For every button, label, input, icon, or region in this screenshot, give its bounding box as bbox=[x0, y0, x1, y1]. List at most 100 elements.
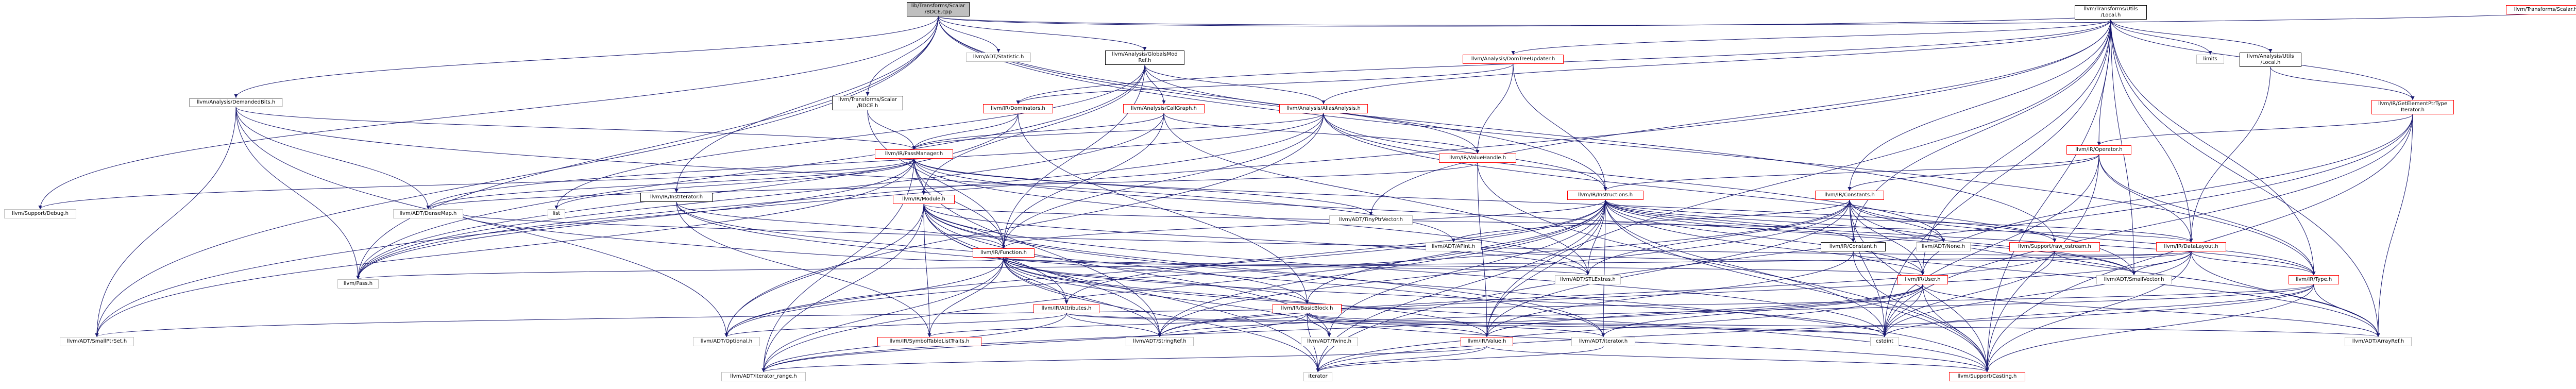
node-llvm-adt-densemap[interactable]: llvm/ADT/DenseMap.h bbox=[393, 209, 463, 218]
edge-root-to-llvm_adt_statistic bbox=[938, 16, 1001, 53]
node-llvm-ir-symboltablelisttraits[interactable]: llvm/IR/SymbolTableListTraits.h bbox=[877, 337, 981, 346]
edge-root-to-llvm_transforms_scalar bbox=[938, 11, 2576, 26]
edge-llvm_ir_valuehandle-to-llvm_ir_value bbox=[1477, 162, 1489, 337]
node-llvm-adt-apint[interactable]: llvm/ADT/APInt.h bbox=[1426, 242, 1481, 251]
node-iterator[interactable]: iterator bbox=[1303, 372, 1332, 381]
node-llvm-support-casting[interactable]: llvm/Support/Casting.h bbox=[1949, 372, 2025, 381]
edge-llvm_ir_datalayout-to-llvm_adt_stringref bbox=[1158, 251, 2192, 337]
node-llvm-ir-getelementptrtypeiterator[interactable]: llvm/IR/GetElementPtrType Iterator.h bbox=[2371, 100, 2454, 114]
edge-llvm_ir_module-to-llvm_adt_optional bbox=[724, 204, 924, 337]
node-list[interactable]: list bbox=[548, 209, 565, 218]
node-llvm-adt-none[interactable]: llvm/ADT/None.h bbox=[1916, 242, 1971, 251]
node-llvm-ir-constant[interactable]: llvm/IR/Constant.h bbox=[1821, 242, 1886, 251]
node-llvm-ir-type[interactable]: llvm/IR/Type.h bbox=[2289, 275, 2339, 284]
node-cstdint[interactable]: cstdint bbox=[1870, 337, 1899, 346]
node-llvm-analysis-utils-local[interactable]: llvm/Analysis/Utils /Local.h bbox=[2240, 53, 2301, 67]
edge-llvm_support_raw_ostream-to-cstdint bbox=[1883, 251, 2055, 337]
edge-llvm_ir_operator-to-llvm_support_casting bbox=[1985, 154, 2099, 373]
node-llvm-adt-tinyptrvector[interactable]: llvm/ADT/TinyPtrVector.h bbox=[1329, 215, 1413, 225]
edge-llvm_transforms_utils_local-to-llvm_ir_constants bbox=[1848, 19, 2111, 191]
edge-llvm_transforms_utils_local-to-llvm_adt_tinyptrvector bbox=[1369, 19, 2111, 216]
edge-llvm_ir_user-to-llvm_adt_iterator_range bbox=[761, 284, 1923, 373]
edge-llvm_transforms_scalar_bdce-to-llvm_ir_passmanager bbox=[867, 110, 916, 150]
node-llvm-adt-arrayref[interactable]: llvm/ADT/ArrayRef.h bbox=[2345, 337, 2412, 346]
edge-llvm_analysis_globalsmodref-to-llvm_ir_module bbox=[922, 64, 1145, 195]
edge-llvm_transforms_utils_local-to-llvm_ir_datalayout bbox=[2110, 19, 2193, 243]
edge-llvm_ir_type-to-llvm_adt_smallptrset bbox=[95, 284, 2314, 337]
node-llvm-transforms-scalar[interactable]: llvm/Transforms/Scalar.h bbox=[2506, 5, 2576, 14]
edge-llvm_ir_value-to-llvm_adt_iterator_range bbox=[761, 346, 1487, 373]
node-llvm-adt-stlextras[interactable]: llvm/ADT/STLExtras.h bbox=[1555, 275, 1621, 284]
node-llvm-pass[interactable]: llvm/Pass.h bbox=[337, 279, 379, 289]
edge-llvm_ir_instructions-to-llvm_adt_none bbox=[1605, 199, 1945, 243]
edge-llvm_ir_type-to-iterator bbox=[1316, 284, 2314, 373]
edge-llvm_ir_datalayout-to-cstdint bbox=[1883, 251, 2192, 337]
edge-llvm_analysis_demandedbits-to-llvm_adt_optional bbox=[235, 107, 728, 337]
node-llvm-adt-iterator[interactable]: llvm/ADT/iterator.h bbox=[1571, 337, 1635, 346]
edge-llvm_analysis_aliasanalysis-to-llvm_ir_passmanager bbox=[912, 113, 1324, 150]
edge-llvm_transforms_utils_local-to-llvm_support_casting bbox=[1985, 19, 2111, 373]
node-llvm-ir-datalayout[interactable]: llvm/IR/DataLayout.h bbox=[2156, 242, 2226, 251]
edge-llvm_analysis_callgraph-to-llvm_pass bbox=[356, 113, 1164, 280]
edge-llvm_ir_passmanager-to-llvm_adt_smallvector bbox=[913, 158, 2136, 276]
node-llvm-ir-institerator[interactable]: llvm/IR/InstIterator.h bbox=[640, 193, 713, 202]
node-llvm-ir-operator[interactable]: llvm/IR/Operator.h bbox=[2066, 145, 2131, 155]
node-llvm-analysis-callgraph[interactable]: llvm/Analysis/CallGraph.h bbox=[1123, 104, 1205, 113]
node-llvm-ir-basicblock[interactable]: llvm/IR/BasicBlock.h bbox=[1273, 304, 1342, 313]
edge-root-to-llvm_adt_smallptrset bbox=[95, 16, 939, 337]
node-llvm-ir-module[interactable]: llvm/IR/Module.h bbox=[893, 195, 955, 204]
node-llvm-analysis-globalsmodref[interactable]: llvm/Analysis/GlobalsMod Ref.h bbox=[1105, 50, 1184, 65]
node-llvm-ir-function[interactable]: llvm/IR/Function.h bbox=[973, 248, 1035, 258]
edge-llvm_ir_instructions-to-llvm_adt_twine bbox=[1327, 199, 1606, 337]
node-llvm-ir-passmanager[interactable]: llvm/IR/PassManager.h bbox=[875, 149, 953, 159]
edge-llvm_ir_instructions-to-llvm_ir_user bbox=[1605, 199, 1925, 276]
node-llvm-analysis-demandedbits[interactable]: llvm/Analysis/DemandedBits.h bbox=[190, 98, 282, 107]
node-llvm-ir-value[interactable]: llvm/IR/Value.h bbox=[1461, 337, 1513, 346]
node-llvm-ir-dominators[interactable]: llvm/IR/Dominators.h bbox=[983, 104, 1053, 113]
edge-llvm_ir_institerator-to-llvm_ir_function bbox=[676, 201, 1006, 249]
edge-llvm_transforms_scalar_bdce-to-llvm_ir_function bbox=[867, 110, 1006, 249]
node-llvm-ir-instructions[interactable]: llvm/IR/Instructions.h bbox=[1567, 191, 1643, 200]
node-llvm-ir-attributes[interactable]: llvm/IR/Attributes.h bbox=[1033, 304, 1099, 313]
edge-llvm_ir_basicblock-to-llvm_ir_value bbox=[1307, 313, 1489, 337]
node-llvm-adt-iterator-range[interactable]: llvm/ADT/iterator_range.h bbox=[721, 372, 806, 381]
node-llvm-adt-twine[interactable]: llvm/ADT/Twine.h bbox=[1301, 337, 1358, 346]
edge-llvm_ir_function-to-llvm_ir_value bbox=[1003, 257, 1489, 337]
node-llvm-support-raw-ostream[interactable]: llvm/Support/raw_ostream.h bbox=[2009, 242, 2100, 251]
edge-root-to-llvm_transforms_scalar_bdce bbox=[866, 16, 939, 96]
node-llvm-adt-statistic[interactable]: llvm/ADT/Statistic.h bbox=[966, 53, 1031, 62]
node-root-bdce-cpp[interactable]: lib/Transforms/Scalar /BDCE.cpp bbox=[907, 2, 970, 16]
node-llvm-adt-smallptrset[interactable]: llvm/ADT/SmallPtrSet.h bbox=[60, 337, 134, 346]
edge-llvm_ir_constants-to-cstdint bbox=[1849, 199, 1887, 337]
edge-llvm_analysis_demandedbits-to-llvm_adt_densemap bbox=[235, 107, 430, 210]
edge-llvm_ir_valuehandle-to-llvm_support_casting bbox=[1477, 162, 1989, 373]
node-limits[interactable]: limits bbox=[2196, 55, 2224, 64]
edge-llvm_ir_function-to-llvm_support_casting bbox=[1003, 257, 1989, 373]
edge-llvm_ir_instructions-to-llvm_support_casting bbox=[1605, 199, 1989, 373]
edge-llvm_ir_function-to-llvm_adt_optional bbox=[724, 257, 1004, 337]
edge-llvm_ir_module-to-llvm_ir_function bbox=[923, 204, 1006, 249]
node-llvm-support-debug[interactable]: llvm/Support/Debug.h bbox=[4, 209, 76, 218]
edge-llvm_ir_function-to-llvm_ir_symboltablelisttraits bbox=[927, 257, 1004, 337]
node-llvm-adt-smallvector[interactable]: llvm/ADT/SmallVector.h bbox=[2096, 275, 2172, 284]
edge-llvm_analysis_globalsmodref-to-llvm_analysis_aliasanalysis bbox=[1144, 64, 1326, 105]
edge-llvm_ir_getelementptrtypeiterator-to-llvm_ir_operator bbox=[2097, 114, 2413, 146]
node-llvm-adt-optional[interactable]: llvm/ADT/Optional.h bbox=[693, 337, 760, 346]
edge-llvm_transforms_utils_local-to-llvm_adt_smallptrset bbox=[95, 19, 2111, 337]
edge-llvm_ir_value-to-llvm_support_casting bbox=[1486, 346, 1989, 373]
edge-llvm_transforms_utils_local-to-llvm_ir_type bbox=[2110, 19, 2316, 276]
node-llvm-analysis-domtreeupdater[interactable]: llvm/Analysis/DomTreeUpdater.h bbox=[1463, 55, 1564, 64]
edge-llvm_analysis_utils_local-to-llvm_ir_datalayout bbox=[2189, 66, 2271, 243]
edge-llvm_ir_constants-to-llvm_adt_optional bbox=[724, 199, 1850, 337]
node-llvm-ir-constants[interactable]: llvm/IR/Constants.h bbox=[1815, 191, 1884, 200]
node-llvm-transforms-utils-local[interactable]: llvm/Transforms/Utils /Local.h bbox=[2075, 5, 2147, 20]
edge-root-to-llvm_analysis_demandedbits bbox=[234, 16, 939, 98]
node-llvm-adt-stringref[interactable]: llvm/ADT/StringRef.h bbox=[1126, 337, 1194, 346]
edge-llvm_ir_basicblock-to-llvm_adt_iterator bbox=[1307, 313, 1605, 337]
edge-llvm_ir_datalayout-to-llvm_adt_densemap bbox=[459, 213, 2192, 256]
node-llvm-analysis-aliasanalysis[interactable]: llvm/Analysis/AliasAnalysis.h bbox=[1279, 104, 1368, 113]
node-llvm-ir-user[interactable]: llvm/IR/User.h bbox=[1897, 275, 1948, 284]
node-llvm-ir-valuehandle[interactable]: llvm/IR/ValueHandle.h bbox=[1439, 154, 1516, 163]
edge-root-to-llvm_transforms_utils_local bbox=[938, 12, 2147, 27]
node-llvm-transforms-scalar-bdce[interactable]: llvm/Transforms/Scalar /BDCE.h bbox=[832, 96, 903, 110]
